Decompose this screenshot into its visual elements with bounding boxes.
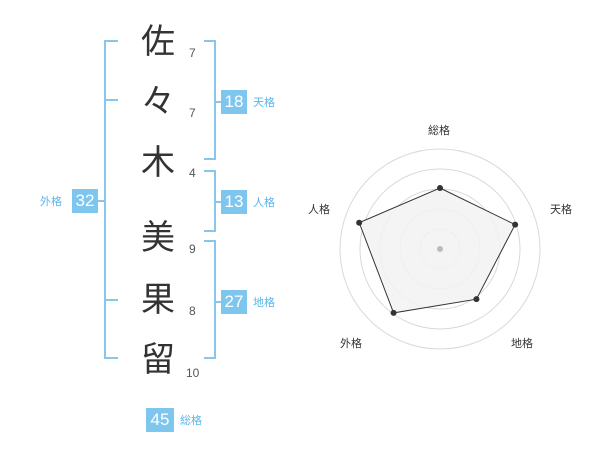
name-char-4: 美 xyxy=(141,218,175,258)
name-char-3: 木 xyxy=(141,143,175,183)
chikaku-bracket-vertical xyxy=(214,240,216,359)
radar-point-3 xyxy=(473,296,480,303)
radar-ring-5 xyxy=(339,148,541,350)
gaikaku-label: 外格 xyxy=(40,195,62,208)
jinkaku-connector xyxy=(216,201,222,203)
radar-point-1 xyxy=(437,185,443,191)
jinkaku-value-badge: 13 xyxy=(221,190,247,214)
radar-polygon xyxy=(358,187,516,314)
stroke-count-6: 10 xyxy=(186,366,200,380)
radar-center-dot xyxy=(437,246,443,252)
tenkaku-bracket-bottom xyxy=(204,158,216,160)
jinkaku-label: 人格 xyxy=(253,196,275,209)
name-char-6: 留 xyxy=(141,340,175,380)
gaikaku-connector xyxy=(94,200,104,202)
tenkaku-connector xyxy=(216,101,222,103)
stroke-count-1: 7 xyxy=(189,46,196,60)
tenkaku-bracket-vertical xyxy=(214,40,216,160)
name-char-1: 佐 xyxy=(141,22,175,62)
stroke-count-5: 8 xyxy=(189,304,196,318)
gaikaku-bracket-tick-1 xyxy=(104,99,118,101)
radar-label-gaikaku: 外格 xyxy=(340,337,362,350)
gaikaku-bracket-vertical xyxy=(104,40,106,359)
tenkaku-value-badge: 18 xyxy=(221,90,247,114)
gaikaku-bracket-tick-2 xyxy=(104,299,118,301)
gaikaku-bracket-bottom xyxy=(104,357,118,359)
name-char-2: 々 xyxy=(141,82,175,122)
soukaku-value-badge: 45 xyxy=(146,408,174,432)
chikaku-bracket-bottom xyxy=(204,357,216,359)
jinkaku-bracket-bottom xyxy=(204,230,216,232)
radar-label-soukaku: 総格 xyxy=(428,124,450,137)
stroke-count-3: 4 xyxy=(189,166,196,180)
jinkaku-bracket-vertical xyxy=(214,170,216,232)
tenkaku-bracket-top xyxy=(204,40,216,42)
stroke-count-2: 7 xyxy=(189,106,196,120)
chikaku-bracket-top xyxy=(204,240,216,242)
stroke-count-4: 9 xyxy=(189,242,196,256)
chikaku-connector xyxy=(216,301,222,303)
radar-chart xyxy=(339,148,541,350)
radar-ring-4 xyxy=(359,168,521,330)
chikaku-label: 地格 xyxy=(253,296,275,309)
gaikaku-value-badge: 32 xyxy=(72,189,98,213)
radar-point-5 xyxy=(356,219,363,226)
radar-label-chikaku: 地格 xyxy=(511,337,533,350)
name-char-5: 果 xyxy=(141,280,175,320)
tenkaku-label: 天格 xyxy=(253,96,275,109)
radar-label-jinkaku: 人格 xyxy=(308,203,330,216)
radar-label-tenkaku: 天格 xyxy=(550,203,572,216)
soukaku-label: 総格 xyxy=(180,414,202,427)
chikaku-value-badge: 27 xyxy=(221,290,247,314)
radar-point-4 xyxy=(390,309,397,316)
jinkaku-bracket-top xyxy=(204,170,216,172)
gaikaku-bracket-top xyxy=(104,40,118,42)
radar-point-2 xyxy=(512,221,519,228)
